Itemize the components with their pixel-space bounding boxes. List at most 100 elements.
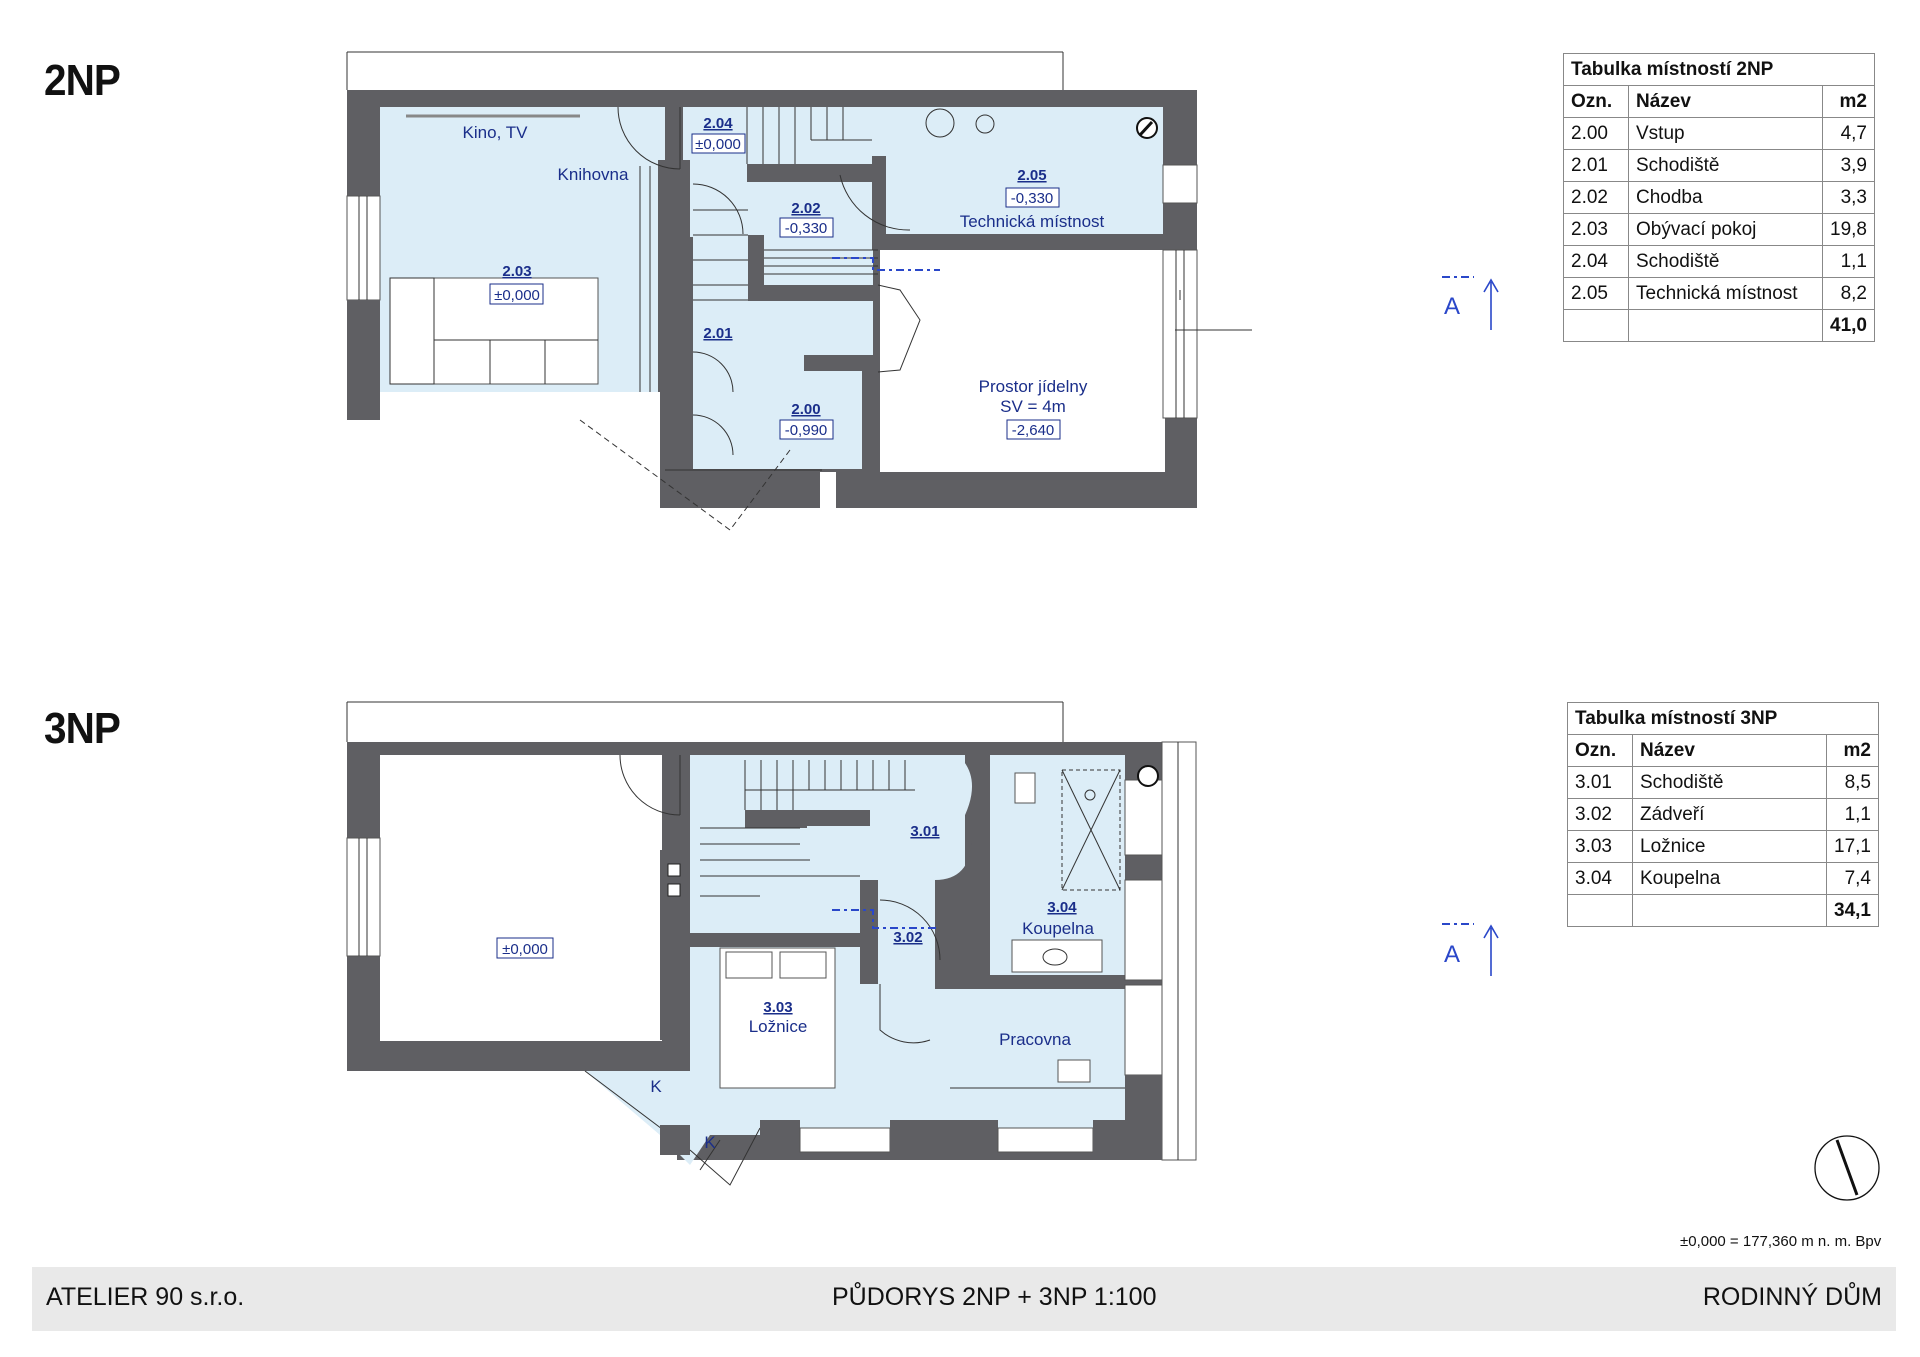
cell-m2: 3,9 [1822,149,1875,182]
code-2-04: 2.04 [703,115,733,132]
cell-m2: 8,5 [1826,766,1879,799]
wall-entry-side [862,355,880,473]
table-2np-head-m2: m2 [1822,85,1875,118]
wall-library [658,160,690,400]
code-2-03: 2.03 [502,263,531,280]
label-knihovna: Knihovna [558,165,629,184]
bay-dashed-2np [579,419,791,531]
section-line-2np [832,257,940,271]
cell-m2: 3,3 [1822,181,1875,214]
cell-nazev: Vstup [1627,117,1824,150]
cell-nazev: Schodiště [1631,766,1828,799]
wall-stair-core [748,235,764,291]
cell-ozn: 3.04 [1567,862,1633,895]
cell-nazev: Koupelna [1631,862,1828,895]
label-jidelna-2: SV = 4m [1000,397,1066,416]
wall-tech [872,156,886,236]
cell-m2: 1,1 [1826,798,1879,831]
label-kino: Kino, TV [463,123,529,142]
section-a-2np: A [1444,293,1460,320]
window-left-3np [346,837,381,957]
void-3np [380,755,662,1041]
cell-ozn: 2.02 [1563,181,1629,214]
level-2-02: -0,330 [785,220,828,237]
table-3np-head-nazev: Název [1631,734,1828,767]
label-k-1: K [650,1077,662,1096]
code-3-02: 3.02 [893,929,922,946]
stair-top-2np [746,107,872,164]
room-3-01 [690,755,965,945]
code-2-00: 2.00 [791,401,820,418]
cell-m2: 7,4 [1826,862,1879,895]
level-void-3np: ±0,000 [502,941,548,958]
sink-3np [1011,939,1103,973]
level-2-05: -0,330 [1011,190,1054,207]
table-3np-head-ozn: Ozn. [1567,734,1633,767]
stair-3np [700,760,915,897]
level-2-00: -0,990 [785,422,828,439]
elevation-note: ±0,000 = 177,360 m n. m. Bpv [1680,1233,1882,1250]
wall-stair-top [747,164,877,182]
cell-ozn: 3.02 [1567,798,1633,831]
cell-nazev: Zádveří [1631,798,1828,831]
wall-void-right [660,850,690,1040]
cell-m2: 4,7 [1822,117,1875,150]
table-2np-total: 41,0 [1822,309,1875,342]
code-3-04: 3.04 [1047,899,1077,916]
table-3np-total: 34,1 [1826,894,1879,927]
label-pracovna: Pracovna [999,1030,1071,1049]
bay-3np [689,1127,761,1186]
label-jidelna-1: Prostor jídelny [979,377,1088,396]
cell-ozn: 3.03 [1567,830,1633,863]
cell-ozn: 2.05 [1563,277,1629,310]
cell-nazev: Schodiště [1627,149,1824,182]
table-total-row: 34,1 [1567,894,1879,927]
cell-ozn: 2.00 [1563,117,1629,150]
level-jidelna: -2,640 [1012,422,1055,439]
label-2-05-name: Technická místnost [960,212,1105,231]
cell-m2: 8,2 [1822,277,1875,310]
title-block: ATELIER 90 s.r.o. PŮDORYS 2NP + 3NP 1:10… [32,1267,1896,1331]
terrace-outline-3np [346,701,1064,742]
wall-bathroom [935,755,990,975]
section-a-3np: A [1444,941,1460,968]
window-left-2np [346,195,381,301]
section-mark-3np: A [1442,923,1499,976]
code-2-05: 2.05 [1017,167,1046,184]
north-arrow-icon [1814,1135,1880,1201]
window-right-3np [1161,741,1197,1161]
code-3-01: 3.01 [910,823,939,840]
cell-ozn: 2.01 [1563,149,1629,182]
plan-3np: ±0,000 3.01 3.02 3.03 Ložnice 3.04 Koupe… [346,701,1197,1186]
floor-title-3np: 3NP [44,704,121,753]
cell-m2: 1,1 [1822,245,1875,278]
window-right-2np [1162,249,1198,419]
section-line-3np [832,909,940,929]
footer-drawing-title: PŮDORYS 2NP + 3NP 1:100 [832,1283,1157,1311]
terrace-outline-2np [346,51,1064,90]
cell-nazev: Ložnice [1631,830,1828,863]
cell-m2: 17,1 [1826,830,1879,863]
table-3np-head-m2: m2 [1826,734,1879,767]
cell-ozn: 2.04 [1563,245,1629,278]
code-2-02: 2.02 [791,200,820,217]
table-2np-head-ozn: Ozn. [1563,85,1629,118]
cell-nazev: Chodba [1627,181,1824,214]
wall-entry [804,355,878,371]
cell-ozn: 3.01 [1567,766,1633,799]
cell-nazev: Schodiště [1627,245,1824,278]
toilet-3np [1014,772,1036,804]
cell-m2: 19,8 [1822,213,1875,246]
room-table-3np: Tabulka místností 3NP Ozn. Název m2 3.01… [1567,702,1879,927]
cell-ozn: 2.03 [1563,213,1629,246]
table-3np-caption: Tabulka místností 3NP [1567,702,1879,735]
